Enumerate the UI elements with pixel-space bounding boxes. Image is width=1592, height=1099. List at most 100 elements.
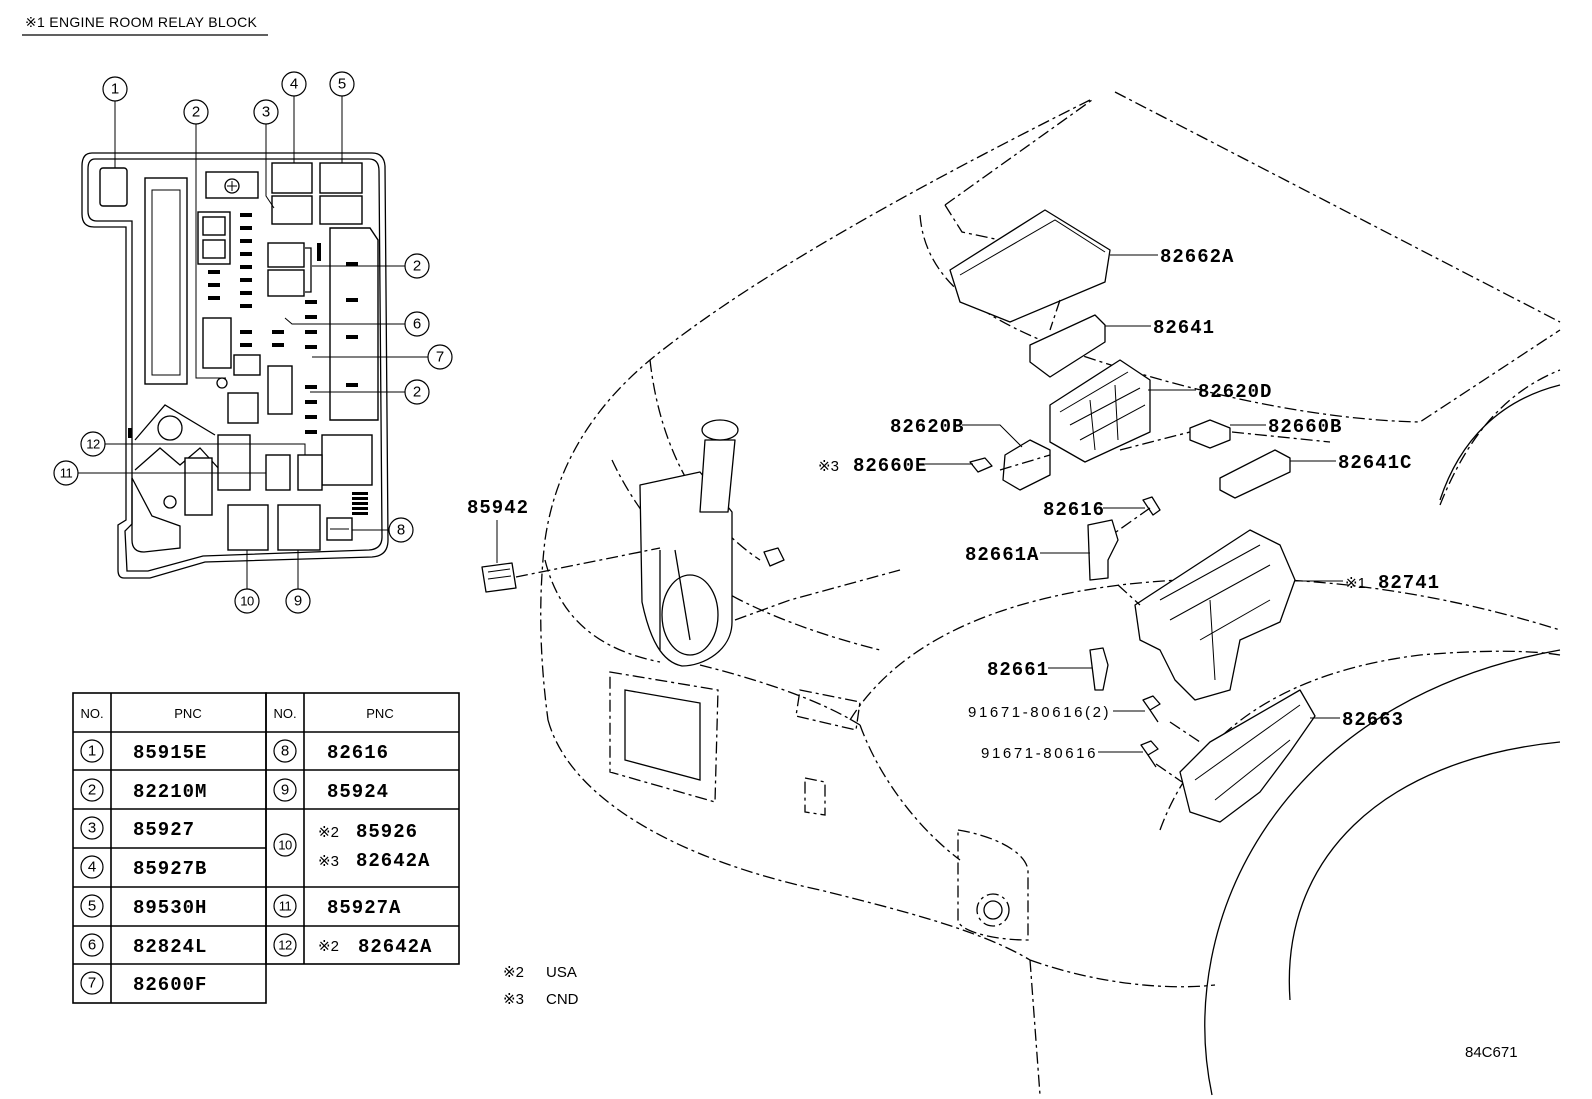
headlight-lower-line [544, 559, 661, 663]
region-notes: ※2 USA ※3 CND [503, 964, 579, 1008]
part-label: 82663 [1342, 709, 1404, 731]
relay-block-sub-housing [1002, 439, 1051, 491]
relay-block-side-cover [1219, 449, 1291, 499]
part-label: 82620D [1198, 381, 1272, 403]
diagram-title: ※1 ENGINE ROOM RELAY BLOCK [22, 14, 268, 36]
bumper-lower-line [547, 719, 1031, 961]
svg-text:2: 2 [192, 104, 200, 121]
washer-pump [661, 574, 719, 656]
fuse-slot [208, 283, 220, 287]
license-plate-inner [624, 689, 701, 781]
fuse-slot-tall [267, 365, 293, 415]
svg-text:82600F: 82600F [133, 974, 207, 996]
svg-text:11: 11 [279, 899, 292, 914]
relay-small [969, 457, 993, 473]
part-label: 82660B [1268, 416, 1342, 438]
svg-text:10: 10 [240, 594, 254, 609]
tank-mount-line [734, 569, 901, 621]
lower-vent [795, 689, 861, 731]
table-header-no: NO. [80, 706, 103, 721]
svg-text:7: 7 [436, 349, 444, 366]
relay-part [1189, 419, 1231, 449]
relay-block-callouts: 1 2 3 4 5 2 6 7 2 12 11 8 10 9 [53, 71, 453, 614]
callout-2-top: 2 [183, 99, 209, 125]
relay-2-lower [267, 269, 305, 297]
grille-upper-line [699, 664, 861, 726]
part-label: 82616 [1043, 499, 1105, 521]
fuse-slot [240, 330, 252, 334]
fuse-slot [272, 330, 284, 334]
fuse-slot [305, 330, 317, 334]
svg-text:4: 4 [290, 76, 298, 93]
fuse-slot [352, 507, 368, 510]
svg-text:82642A: 82642A [358, 936, 432, 958]
table-row: 11 85927A [273, 894, 401, 919]
fuse-slot [240, 291, 252, 295]
note-text: USA [546, 964, 577, 981]
svg-text:11: 11 [60, 466, 73, 481]
fuse-slot-array [208, 213, 368, 515]
table-header-pnc: PNC [174, 706, 201, 721]
relay-slot-3 [271, 195, 313, 225]
fuse-slot [317, 243, 321, 261]
svg-text:82616: 82616 [327, 742, 389, 764]
svg-text:12: 12 [278, 938, 292, 953]
fuse-slot [352, 492, 368, 495]
svg-text:85927: 85927 [133, 819, 195, 841]
fuse-slot [208, 270, 220, 274]
region-mark: ※2 [318, 824, 339, 841]
bracket-part [1087, 519, 1119, 581]
fuse-slot [240, 213, 252, 217]
table-header-no: NO. [273, 706, 296, 721]
relay-block-inner-cover [1029, 314, 1106, 378]
bracket-zigzag [134, 447, 221, 471]
fuse-puller-cross [227, 181, 237, 191]
part-label: 82641 [1153, 317, 1215, 339]
table-left-grid [73, 693, 266, 1003]
fuse-slot [240, 304, 252, 308]
svg-text:5: 5 [88, 898, 96, 915]
callout-6: 6 [404, 311, 430, 337]
license-plate-outline [609, 671, 719, 803]
svg-text:12: 12 [86, 437, 100, 452]
part-label: 82661 [987, 659, 1049, 681]
bumper-side-line [859, 724, 961, 861]
svg-text:2: 2 [88, 782, 96, 799]
lower-bracket-ribs [1159, 544, 1271, 681]
fuse-slot [346, 383, 358, 387]
fuse-slot [240, 278, 252, 282]
callout-2-right: 2 [404, 253, 430, 279]
fuse-slot [305, 415, 317, 419]
svg-text:85926: 85926 [356, 821, 418, 843]
region-mark: ※3 [318, 853, 339, 870]
headlight-upper-line [611, 459, 881, 651]
fuse-slot [305, 315, 317, 319]
fuse-slot [240, 343, 252, 347]
mount-hole [216, 377, 228, 389]
relay-slot-5 [319, 162, 363, 194]
relay-2-bracket [305, 247, 312, 293]
svg-text:8: 8 [397, 522, 405, 539]
assembly-leader-lines [999, 299, 1331, 783]
svg-text:85915E: 85915E [133, 742, 207, 764]
svg-text:85927A: 85927A [327, 897, 401, 919]
fuse-slot [352, 502, 368, 505]
relay-block-outer-outline [81, 152, 389, 579]
leader-3 [265, 124, 275, 209]
fuse-slot [305, 400, 317, 404]
tank-mount-nut [763, 547, 785, 567]
bracket-clip [1089, 647, 1109, 691]
callout-5: 5 [329, 71, 355, 97]
relay-slot-2b [227, 392, 259, 424]
relay-slot-11a [265, 454, 291, 491]
washer-hose [659, 549, 691, 650]
